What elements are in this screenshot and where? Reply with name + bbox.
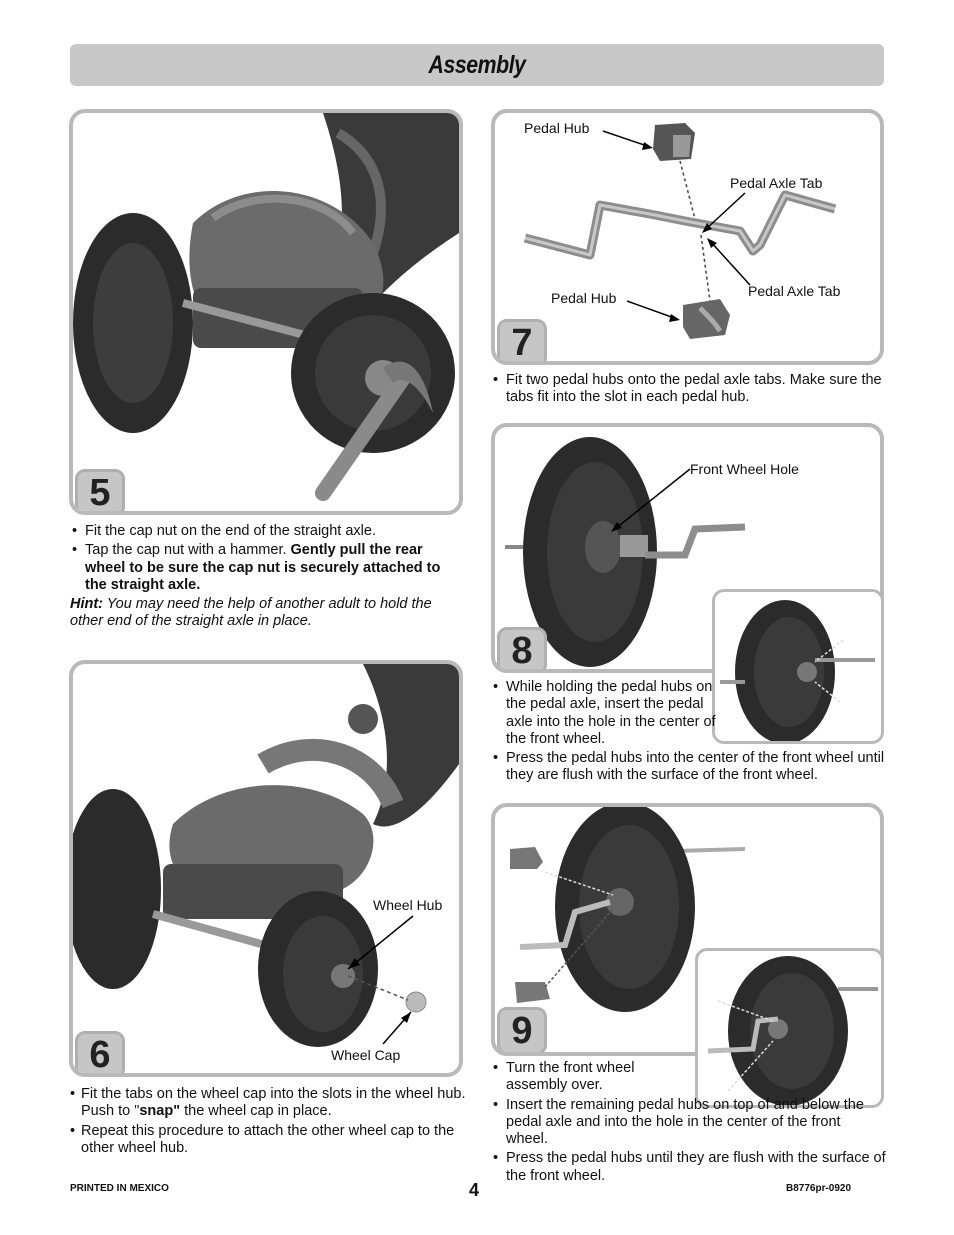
step-6-bullet-1-text-a: Fit the tabs on the wheel cap into the s… <box>81 1086 466 1120</box>
footer-printed-in: PRINTED IN MEXICO <box>70 1183 169 1194</box>
step-9-number: 9 <box>497 1007 547 1052</box>
wheel-cap-label: Wheel Cap <box>331 1047 401 1063</box>
step-6-instructions: Fit the tabs on the wheel cap into the s… <box>70 1086 470 1159</box>
step-5-bullet-1: Fit the cap nut on the end of the straig… <box>70 523 462 541</box>
step-6-illustration <box>73 664 459 1047</box>
step-8-bullet-1-text: While holding the pedal hubs on the peda… <box>506 679 716 747</box>
step-5-hint: Hint: You may need the help of another a… <box>70 596 462 631</box>
step-6-panel: Wheel Hub Wheel Cap 6 <box>69 660 463 1077</box>
step-6-number: 6 <box>75 1031 125 1073</box>
step-8-bullet-2: Press the pedal hubs into the center of … <box>491 750 886 785</box>
step-6-bullet-1: Fit the tabs on the wheel cap into the s… <box>70 1086 470 1121</box>
step-8-panel: Front Wheel Hole 8 <box>491 423 884 673</box>
pedal-hub-top-label: Pedal Hub <box>524 120 590 136</box>
step-8-illustration <box>505 437 746 667</box>
step-7-instructions: Fit two pedal hubs onto the pedal axle t… <box>491 372 886 409</box>
wheel-hub-label: Wheel Hub <box>373 897 443 913</box>
pedal-hub-bottom-label: Pedal Hub <box>551 290 617 306</box>
step-5-instructions: Fit the cap nut on the end of the straig… <box>70 523 462 631</box>
step-9-bullet-1: Turn the front wheel assembly over. <box>491 1060 886 1095</box>
step-9-bullet-2-text: Insert the remaining pedal hubs on top o… <box>506 1096 864 1148</box>
step-7-bullet-1: Fit two pedal hubs onto the pedal axle t… <box>491 372 886 407</box>
step-5-panel: 5 <box>69 109 463 515</box>
section-title: Assembly <box>428 50 526 79</box>
section-header: Assembly <box>70 44 884 86</box>
footer-product-code: B8776pr-0920 <box>786 1183 852 1194</box>
front-wheel-hole-label: Front Wheel Hole <box>690 461 799 477</box>
step-9-bullet-1-text: Turn the front wheel assembly over. <box>506 1060 635 1094</box>
step-7-number: 7 <box>497 319 547 361</box>
step-6-bullet-2: Repeat this procedure to attach the othe… <box>70 1123 470 1158</box>
step-9-bullet-3: Press the pedal hubs until they are flus… <box>491 1150 886 1185</box>
step-6-bullet-1-bold: snap" <box>139 1103 181 1120</box>
step-9-illustration <box>510 807 746 1012</box>
step-8-bullet-1: While holding the pedal hubs on the peda… <box>491 679 886 748</box>
page-number: 4 <box>469 1180 480 1200</box>
hint-text: You may need the help of another adult t… <box>70 596 432 630</box>
step-7-panel: Pedal Hub Pedal Axle Tab Pedal Hub Pedal… <box>491 109 884 365</box>
step-5-number: 5 <box>75 469 125 511</box>
step-9-instructions: Turn the front wheel assembly over. Inse… <box>491 1060 886 1187</box>
hint-label: Hint: <box>70 596 104 613</box>
step-5-bullet-2-bold: Gently pull the rear wheel to be sure th… <box>85 542 441 593</box>
step-8-instructions: While holding the pedal hubs on the peda… <box>491 679 886 787</box>
step-5-bullet-2-text: Tap the cap nut with a hammer. <box>85 542 291 559</box>
step-9-bullet-2: Insert the remaining pedal hubs on top o… <box>491 1097 886 1149</box>
step-8-number: 8 <box>497 627 547 669</box>
step-7-illustration <box>523 123 837 339</box>
step-6-bullet-1-text-b: the wheel cap in place. <box>180 1103 332 1120</box>
pedal-axle-tab-top-label: Pedal Axle Tab <box>730 175 823 191</box>
pedal-axle-tab-bottom-label: Pedal Axle Tab <box>748 283 841 299</box>
step-5-illustration <box>73 113 459 501</box>
step-5-bullet-2: Tap the cap nut with a hammer. Gently pu… <box>70 542 462 594</box>
